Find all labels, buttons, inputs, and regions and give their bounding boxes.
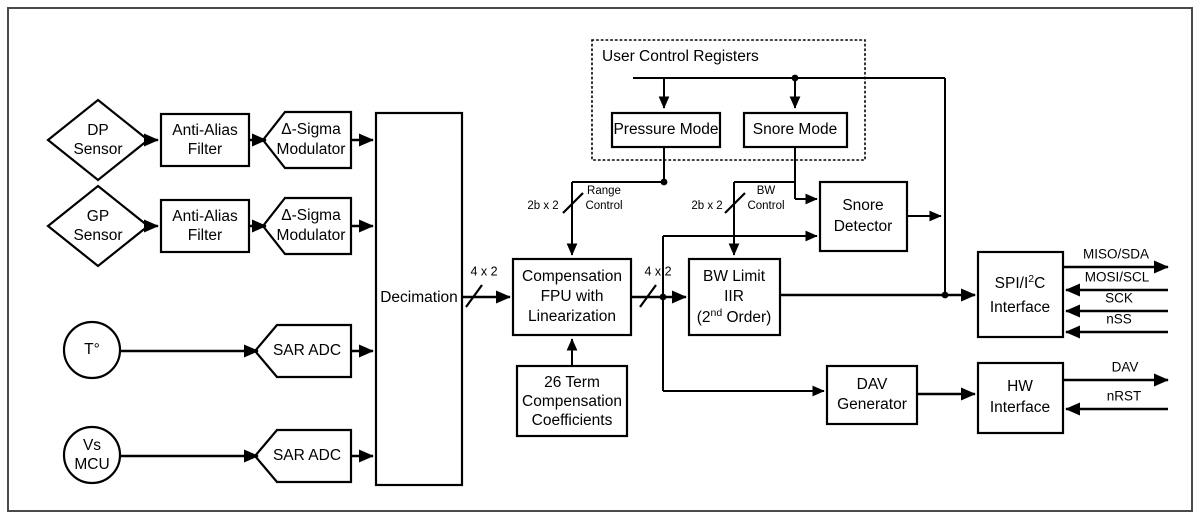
vs-mcu-label-line2: MCU (74, 456, 109, 473)
compensation-fpu-label-line3: Linearization (528, 308, 616, 325)
bw-limit-iir-label-line3: (2nd Order) (697, 307, 772, 326)
delta-sigma-modulator-2-label-line2: Modulator (277, 227, 346, 244)
pin-label-nrst: nRST (1107, 389, 1142, 404)
bw-control-label-line1: BW (757, 185, 776, 197)
bw-limit-iir-label-line2: IIR (724, 288, 744, 305)
hw-interface-shape (976, 361, 1065, 435)
anti-alias-filter-1-shape (159, 112, 251, 168)
range-control-label-line2: Control (585, 200, 622, 212)
hw-interface-label-line1: HW (1007, 378, 1033, 395)
pin-label-mosi-scl: MOSI/SCL (1085, 270, 1150, 285)
anti-alias-filter-1-label-line1: Anti-Alias (172, 122, 238, 139)
decimation-shape (374, 111, 464, 487)
bus-label-comp-out: 4 x 2 (644, 264, 671, 278)
vs-mcu-label-line1: Vs (83, 437, 101, 454)
pin-label-nss: nSS (1106, 312, 1132, 327)
delta-sigma-modulator-1-label-line2: Modulator (277, 141, 346, 158)
dav-generator-label-line2: Generator (837, 396, 907, 413)
snore-detector-label-line1: Snore (842, 197, 883, 214)
sar-adc-1-label: SAR ADC (273, 342, 341, 359)
bw-control-label-line2: Control (747, 200, 784, 212)
bw-limit-iir-order-sup: nd (711, 307, 723, 319)
dav-generator-shape (825, 364, 919, 426)
compensation-coefficients-shape (515, 364, 629, 438)
user-control-registers-group (591, 39, 866, 161)
bus-slash-range (562, 192, 584, 214)
anti-alias-filter-1-label-line2: Filter (188, 141, 222, 158)
junction-range-bus (660, 178, 668, 186)
decimation-label: Decimation (380, 289, 458, 306)
snore-mode-label: Snore Mode (753, 121, 837, 138)
hw-interface-label-line2: Interface (990, 399, 1050, 416)
compensation-coefficients-label-line3: Coefficients (532, 412, 613, 429)
spi-i2c-interface-label-line1: SPI/I2C (995, 273, 1046, 292)
bw-limit-iir-order-post: Order) (722, 309, 771, 326)
sar-adc-2-label: SAR ADC (273, 447, 341, 464)
spi-label-sup: 2 (1028, 273, 1034, 285)
spi-i2c-interface-label-line2: Interface (990, 299, 1050, 316)
bus-slash-decimation-out (465, 284, 483, 308)
compensation-fpu-label-line1: Compensation (522, 268, 622, 285)
bus-slash-comp-out (639, 284, 657, 308)
anti-alias-filter-2-label-line1: Anti-Alias (172, 208, 238, 225)
dp-sensor-shape (46, 98, 150, 182)
pressure-mode-shape (610, 111, 722, 149)
spi-label-pre: SPI/I (995, 275, 1029, 292)
user-control-registers-label: User Control Registers (602, 48, 759, 65)
junction-ucr-snore (791, 74, 799, 82)
range-control-label-line1: Range (587, 185, 621, 197)
pin-label-sck: SCK (1105, 291, 1133, 306)
dp-sensor-label-line1: DP (87, 122, 109, 139)
spi-label-post: C (1034, 275, 1045, 292)
delta-sigma-modulator-1-label-line1: Δ-Sigma (281, 121, 341, 138)
temp-sensor-label: T° (84, 341, 100, 358)
compensation-coefficients-label-line1: 26 Term (544, 374, 600, 391)
vs-mcu-shape (62, 425, 122, 485)
bus-label-decimation-out: 4 x 2 (470, 264, 497, 278)
gp-sensor-label-line1: GP (87, 208, 109, 225)
gp-sensor-shape (46, 184, 150, 268)
gp-sensor-label-line2: Sensor (73, 227, 122, 244)
anti-alias-filter-2-label-line2: Filter (188, 227, 222, 244)
snore-detector-shape (818, 180, 909, 253)
bus-label-bw: 2b x 2 (691, 200, 722, 212)
spi-i2c-interface-shape (976, 250, 1065, 339)
bw-limit-iir-label-line1: BW Limit (703, 268, 766, 285)
delta-sigma-modulator-2-label-line1: Δ-Sigma (281, 207, 341, 224)
bus-slash-bw (724, 192, 746, 214)
pressure-mode-label: Pressure Mode (613, 121, 718, 138)
pin-label-dav: DAV (1112, 360, 1139, 375)
bw-limit-iir-shape (687, 257, 782, 337)
dav-generator-label-line1: DAV (857, 376, 888, 393)
dp-sensor-label-line2: Sensor (73, 141, 122, 158)
pin-label-miso-sda: MISO/SDA (1083, 247, 1149, 262)
compensation-coefficients-label-line2: Compensation (522, 393, 622, 410)
snore-detector-label-line2: Detector (834, 218, 893, 235)
compensation-fpu-label-line2: FPU with (541, 288, 604, 305)
bw-limit-iir-order-pre: (2 (697, 309, 711, 326)
bus-label-range: 2b x 2 (527, 200, 558, 212)
